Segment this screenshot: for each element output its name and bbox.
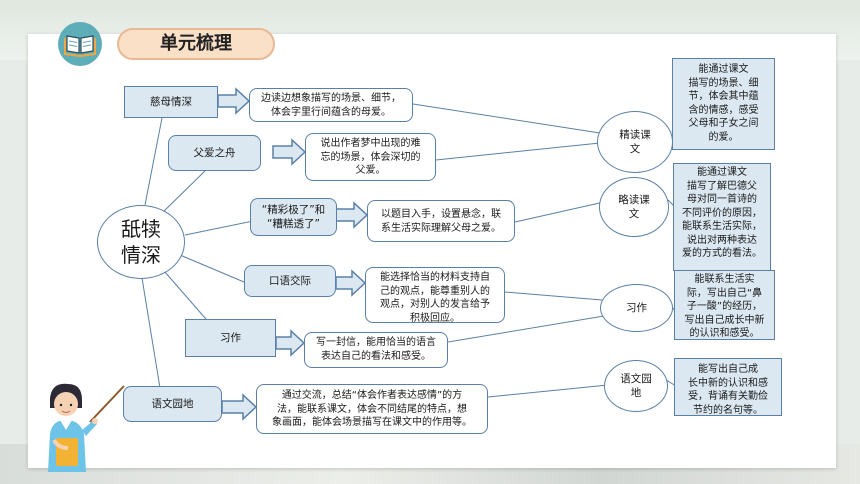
category-xizuo: 习作 xyxy=(600,284,673,332)
branch-kouyu: 口语交际 xyxy=(244,265,336,297)
goal-luedu: 能通过课文 描写了解巴德父 母对同一首诗的 不同评价的原因， 能联系生活实际， … xyxy=(673,163,771,271)
teacher-illustration xyxy=(38,378,128,472)
branch-xizuo: 习作 xyxy=(185,319,276,357)
category-luedu: 略读课 文 xyxy=(599,177,669,237)
goal-yuwenyuandi: 能写出自己成 长中新的认识和感 受，背诵有关勤俭 节约的名句等。 xyxy=(674,358,782,416)
center-topic: 舐犊 情深 xyxy=(97,205,185,279)
desc-jingcai: 以题目入手，设置悬念，联 系生活实际理解父母之爱。 xyxy=(367,200,515,242)
page-title: 单元梳理 xyxy=(117,28,275,60)
branch-yuwenyuandi: 语文园地 xyxy=(123,386,222,422)
desc-xizuo: 写一封信，能用恰当的语言 表达自己的看法和感受。 xyxy=(304,332,448,368)
category-yuwenyuandi: 语文园 地 xyxy=(604,360,668,412)
book-icon xyxy=(58,22,102,66)
desc-yuwenyuandi: 通过交流，总结“体会作者表达感情”的方 法，能联系课文，体会不同结尾的特点，想 … xyxy=(256,384,488,434)
branch-fuaizhizhou: 父爱之舟 xyxy=(168,135,261,171)
branch-jingcai: “精彩极了”和 “糟糕透了” xyxy=(250,198,337,236)
category-jingdu: 精读课 文 xyxy=(597,111,673,173)
desc-kouyu: 能选择恰当的材料支持自 己的观点，能尊重别人的 观点，对别人的发言给予 积极回应… xyxy=(365,267,505,324)
branch-cimu: 慈母情深 xyxy=(124,86,218,118)
goal-jingdu: 能通过课文 描写的场景、细 节，体会其中蕴 含的情感，感受 父母和子女之间 的爱… xyxy=(672,58,775,150)
desc-fuaizhizhou: 说出作者梦中出现的难 忘的场景，体会深切的 父爱。 xyxy=(305,133,436,181)
goal-xizuo: 能联系生活实 际，写出自己“鼻 子一酸”的经历， 写出自己成长中新 的认识和感受… xyxy=(674,270,775,340)
desc-cimu: 边读边想象描写的场景、细节， 体会字里行间蕴含的母爱。 xyxy=(249,88,413,122)
